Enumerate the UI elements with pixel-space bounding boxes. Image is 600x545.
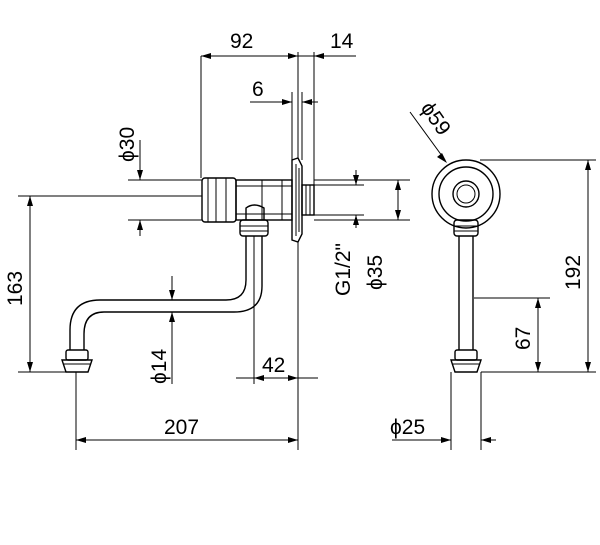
wall-rosette (291, 157, 303, 243)
dim-42: 42 (262, 354, 285, 377)
dim-thread-g12: G1/2" (332, 243, 355, 296)
s-spout (69, 236, 263, 350)
front-rosette (431, 159, 501, 229)
dimension-lines (18, 52, 596, 450)
dim-163: 163 (4, 271, 27, 306)
aerator-nozzle (61, 349, 93, 373)
dim-phi25: ϕ25 (390, 416, 425, 439)
front-view (431, 159, 501, 373)
dim-207: 207 (164, 416, 199, 439)
dim-192: 192 (562, 255, 585, 290)
dim-92: 92 (230, 30, 253, 53)
spout-nut (239, 204, 269, 237)
dim-67: 67 (512, 327, 535, 350)
dim-phi14: ϕ14 (148, 349, 171, 384)
push-button (201, 177, 237, 223)
front-spout (453, 219, 479, 350)
front-nozzle (450, 349, 482, 373)
dim-phi30: ϕ30 (116, 127, 139, 162)
dimension-labels: 92 14 6 ϕ30 ϕ59 163 G1/2" ϕ35 192 67 ϕ14… (4, 30, 585, 439)
side-view (61, 157, 315, 373)
dim-phi59: ϕ59 (416, 98, 455, 140)
dim-14: 14 (330, 30, 354, 53)
dim-6: 6 (252, 78, 264, 101)
dim-phi35: ϕ35 (364, 255, 387, 290)
inlet-thread (301, 184, 315, 216)
